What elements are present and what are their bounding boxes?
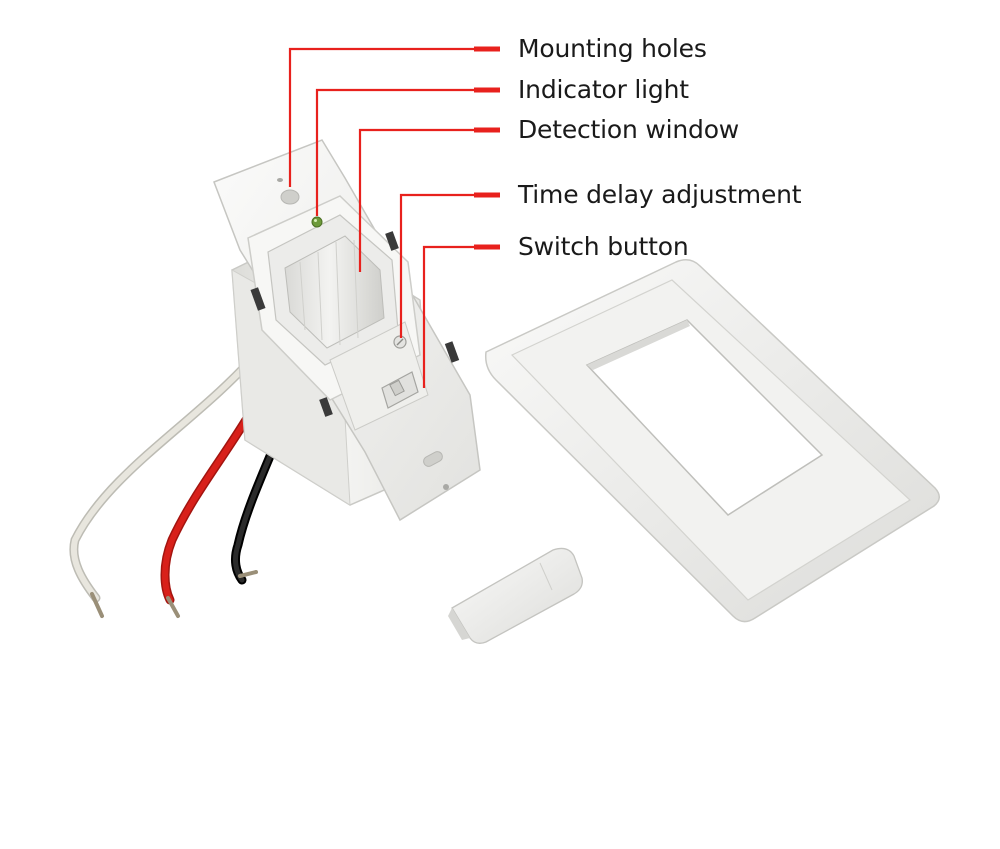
label-indicator-light: Indicator light bbox=[518, 75, 689, 104]
leader-time-delay-adjustment bbox=[399, 192, 500, 338]
label-detection-window: Detection window bbox=[518, 115, 740, 144]
wall-cover-plate bbox=[484, 259, 940, 623]
label-mounting-holes: Mounting holes bbox=[518, 34, 707, 63]
callout-leader-lines bbox=[288, 46, 500, 388]
leader-indicator-light bbox=[315, 87, 500, 216]
wire-white bbox=[69, 347, 263, 618]
label-switch-button: Switch button bbox=[518, 232, 689, 261]
leader-detection-window bbox=[358, 127, 500, 272]
sensor-cover-cap bbox=[448, 547, 583, 644]
mounting-hole-bottom bbox=[423, 451, 443, 467]
front-face bbox=[247, 195, 460, 431]
leader-switch-button bbox=[422, 244, 500, 388]
mounting-hole-top bbox=[280, 189, 300, 205]
label-time-delay-adjustment: Time delay adjustment bbox=[518, 180, 802, 209]
leader-mounting-holes bbox=[288, 46, 500, 187]
indicator-light-led bbox=[311, 216, 323, 228]
